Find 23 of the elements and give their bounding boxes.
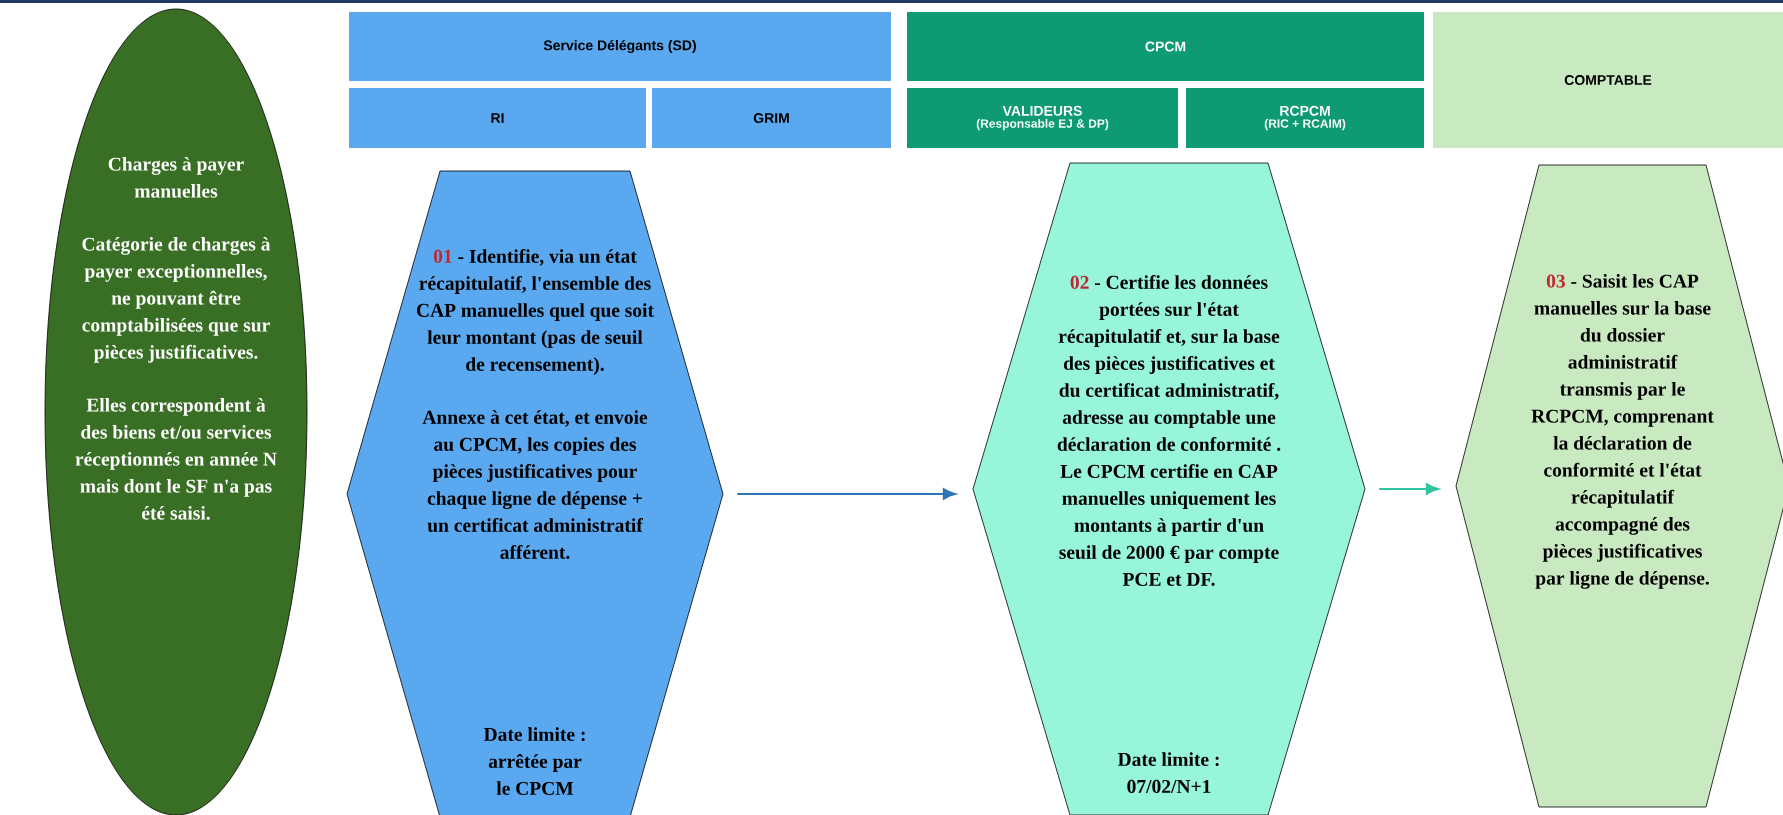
header-box: COMPTABLE	[1433, 12, 1783, 148]
step-text: 03 - Saisit les CAP manuelles sur la base du dossier administratif transmis par le RCPCM, comprenant la déclaration de conformité et l'état récapitulatif accompagné des pièces justificatives par ligne de dépense.	[1531, 274, 1714, 589]
header-box: GRIM	[652, 88, 891, 148]
arrow	[1379, 483, 1439, 495]
description-text: Annexe à cet état, et envoie au CPCM, les copies des pièces justificatives pour chaque ligne de dépense + un certificat administratif afférent.	[422, 410, 648, 559]
step-hexagon	[972, 162, 1366, 815]
step-text: 01 - Identifie, via un état récapitulatif, l'ensemble des CAP manuelles quel que soit leur montant (pas de seuil de recensement).	[416, 249, 654, 375]
step-text: 02 - Certifie les données portées sur l'état récapitulatif et, sur la base des pièces justificatives et du certificat administratif, adresse au comptable une déclaration de conformité .	[1057, 275, 1281, 451]
description-text: Elles correspondent à des biens et/ou services réceptionnés en année N mais dont le SF n'a pas été saisi.	[75, 398, 277, 520]
deadline-text: Date limite : 07/02/N+1	[1117, 752, 1219, 793]
description-text: Charges à payer manuelles	[108, 157, 244, 198]
header-box: RCPCM (RIC + RCAIM)	[1186, 88, 1424, 148]
header-box: CPCM	[907, 12, 1424, 81]
category-ellipse	[44, 8, 308, 815]
header-box: Service Délégants (SD)	[349, 12, 891, 81]
header-box: VALIDEURS (Responsable EJ & DP)	[907, 88, 1178, 148]
header-box: RI	[349, 88, 646, 148]
deadline-text: Date limite : arrêtée par le CPCM	[483, 727, 585, 795]
description-text: Le CPCM certifie en CAP manuelles uniquement les montants à partir d'un seuil de 2000 € par compte PCE et DF.	[1059, 464, 1279, 586]
arrow	[737, 488, 956, 500]
description-text: Catégorie de charges à payer exceptionnelles, ne pouvant être comptabilisées que sur pièces justificatives.	[82, 237, 271, 363]
step-hexagon	[1455, 164, 1783, 808]
step-hexagon	[346, 170, 724, 815]
